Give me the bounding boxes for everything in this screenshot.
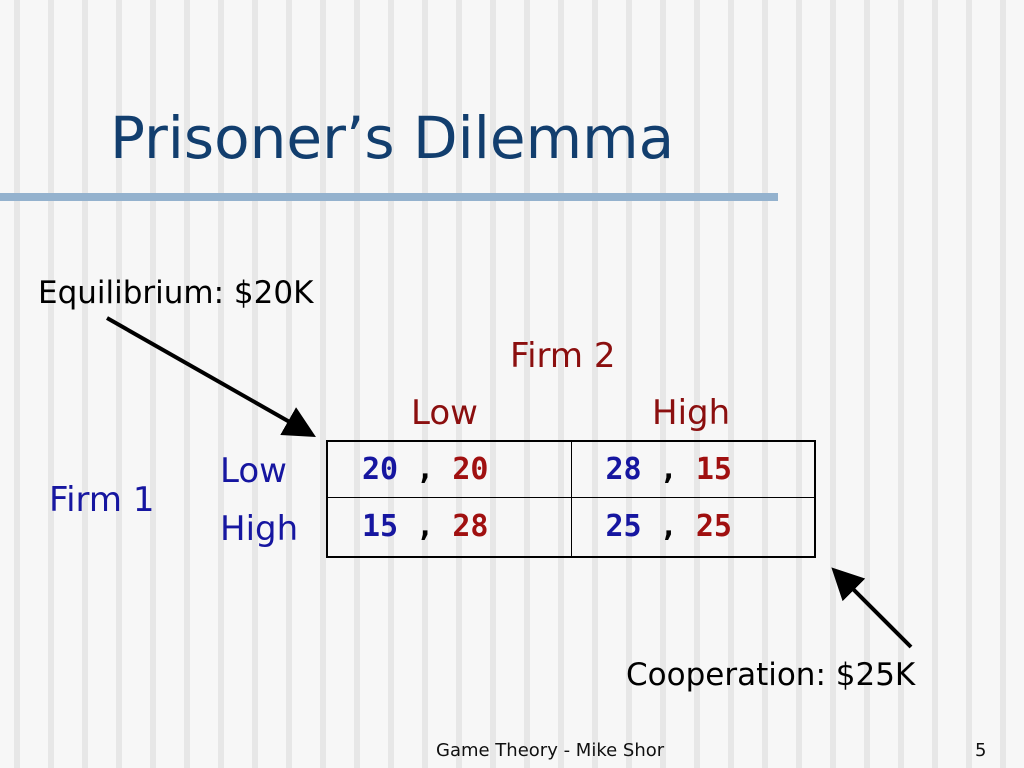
page-number: 5 [975,740,987,761]
payoff-cell-high-low: 15 , 28 [326,496,572,558]
payoff-separator: , [641,509,696,545]
firm1-payoff: 15 [362,509,399,545]
payoff-matrix: 20 , 20 28 , 15 15 , 28 25 , 25 [326,440,816,558]
payoff-cell-high-high: 25 , 25 [570,496,816,558]
column-strategy-low: Low [411,393,478,433]
payoff-row-low: 20 , 20 28 , 15 [326,440,816,498]
footer-text: Game Theory - Mike Shor [436,740,665,761]
payoff-cell-low-high: 28 , 15 [570,440,816,498]
equilibrium-arrow-icon [106,316,316,437]
payoff-separator: , [398,509,453,545]
equilibrium-label: Equilibrium: $20K [38,275,314,311]
title-underline [0,193,778,201]
firm2-payoff: 25 [695,509,732,545]
slide-title: Prisoner’s Dilemma [110,104,675,172]
cooperation-label: Cooperation: $25K [626,657,916,693]
cooperation-arrow-icon [831,567,913,649]
row-strategy-high: High [220,509,299,549]
payoff-separator: , [641,451,696,487]
payoff-cell-low-low: 20 , 20 [326,440,572,498]
row-strategy-low: Low [220,451,287,491]
firm1-payoff: 28 [605,451,642,487]
row-player-label: Firm 1 [49,480,155,520]
column-strategy-high: High [652,393,731,433]
firm2-payoff: 28 [452,509,489,545]
payoff-separator: , [398,451,453,487]
firm1-payoff: 25 [605,509,642,545]
firm2-payoff: 15 [695,451,732,487]
firm2-payoff: 20 [452,451,489,487]
payoff-row-high: 15 , 28 25 , 25 [326,496,816,558]
column-player-label: Firm 2 [510,336,616,376]
firm1-payoff: 20 [362,451,399,487]
